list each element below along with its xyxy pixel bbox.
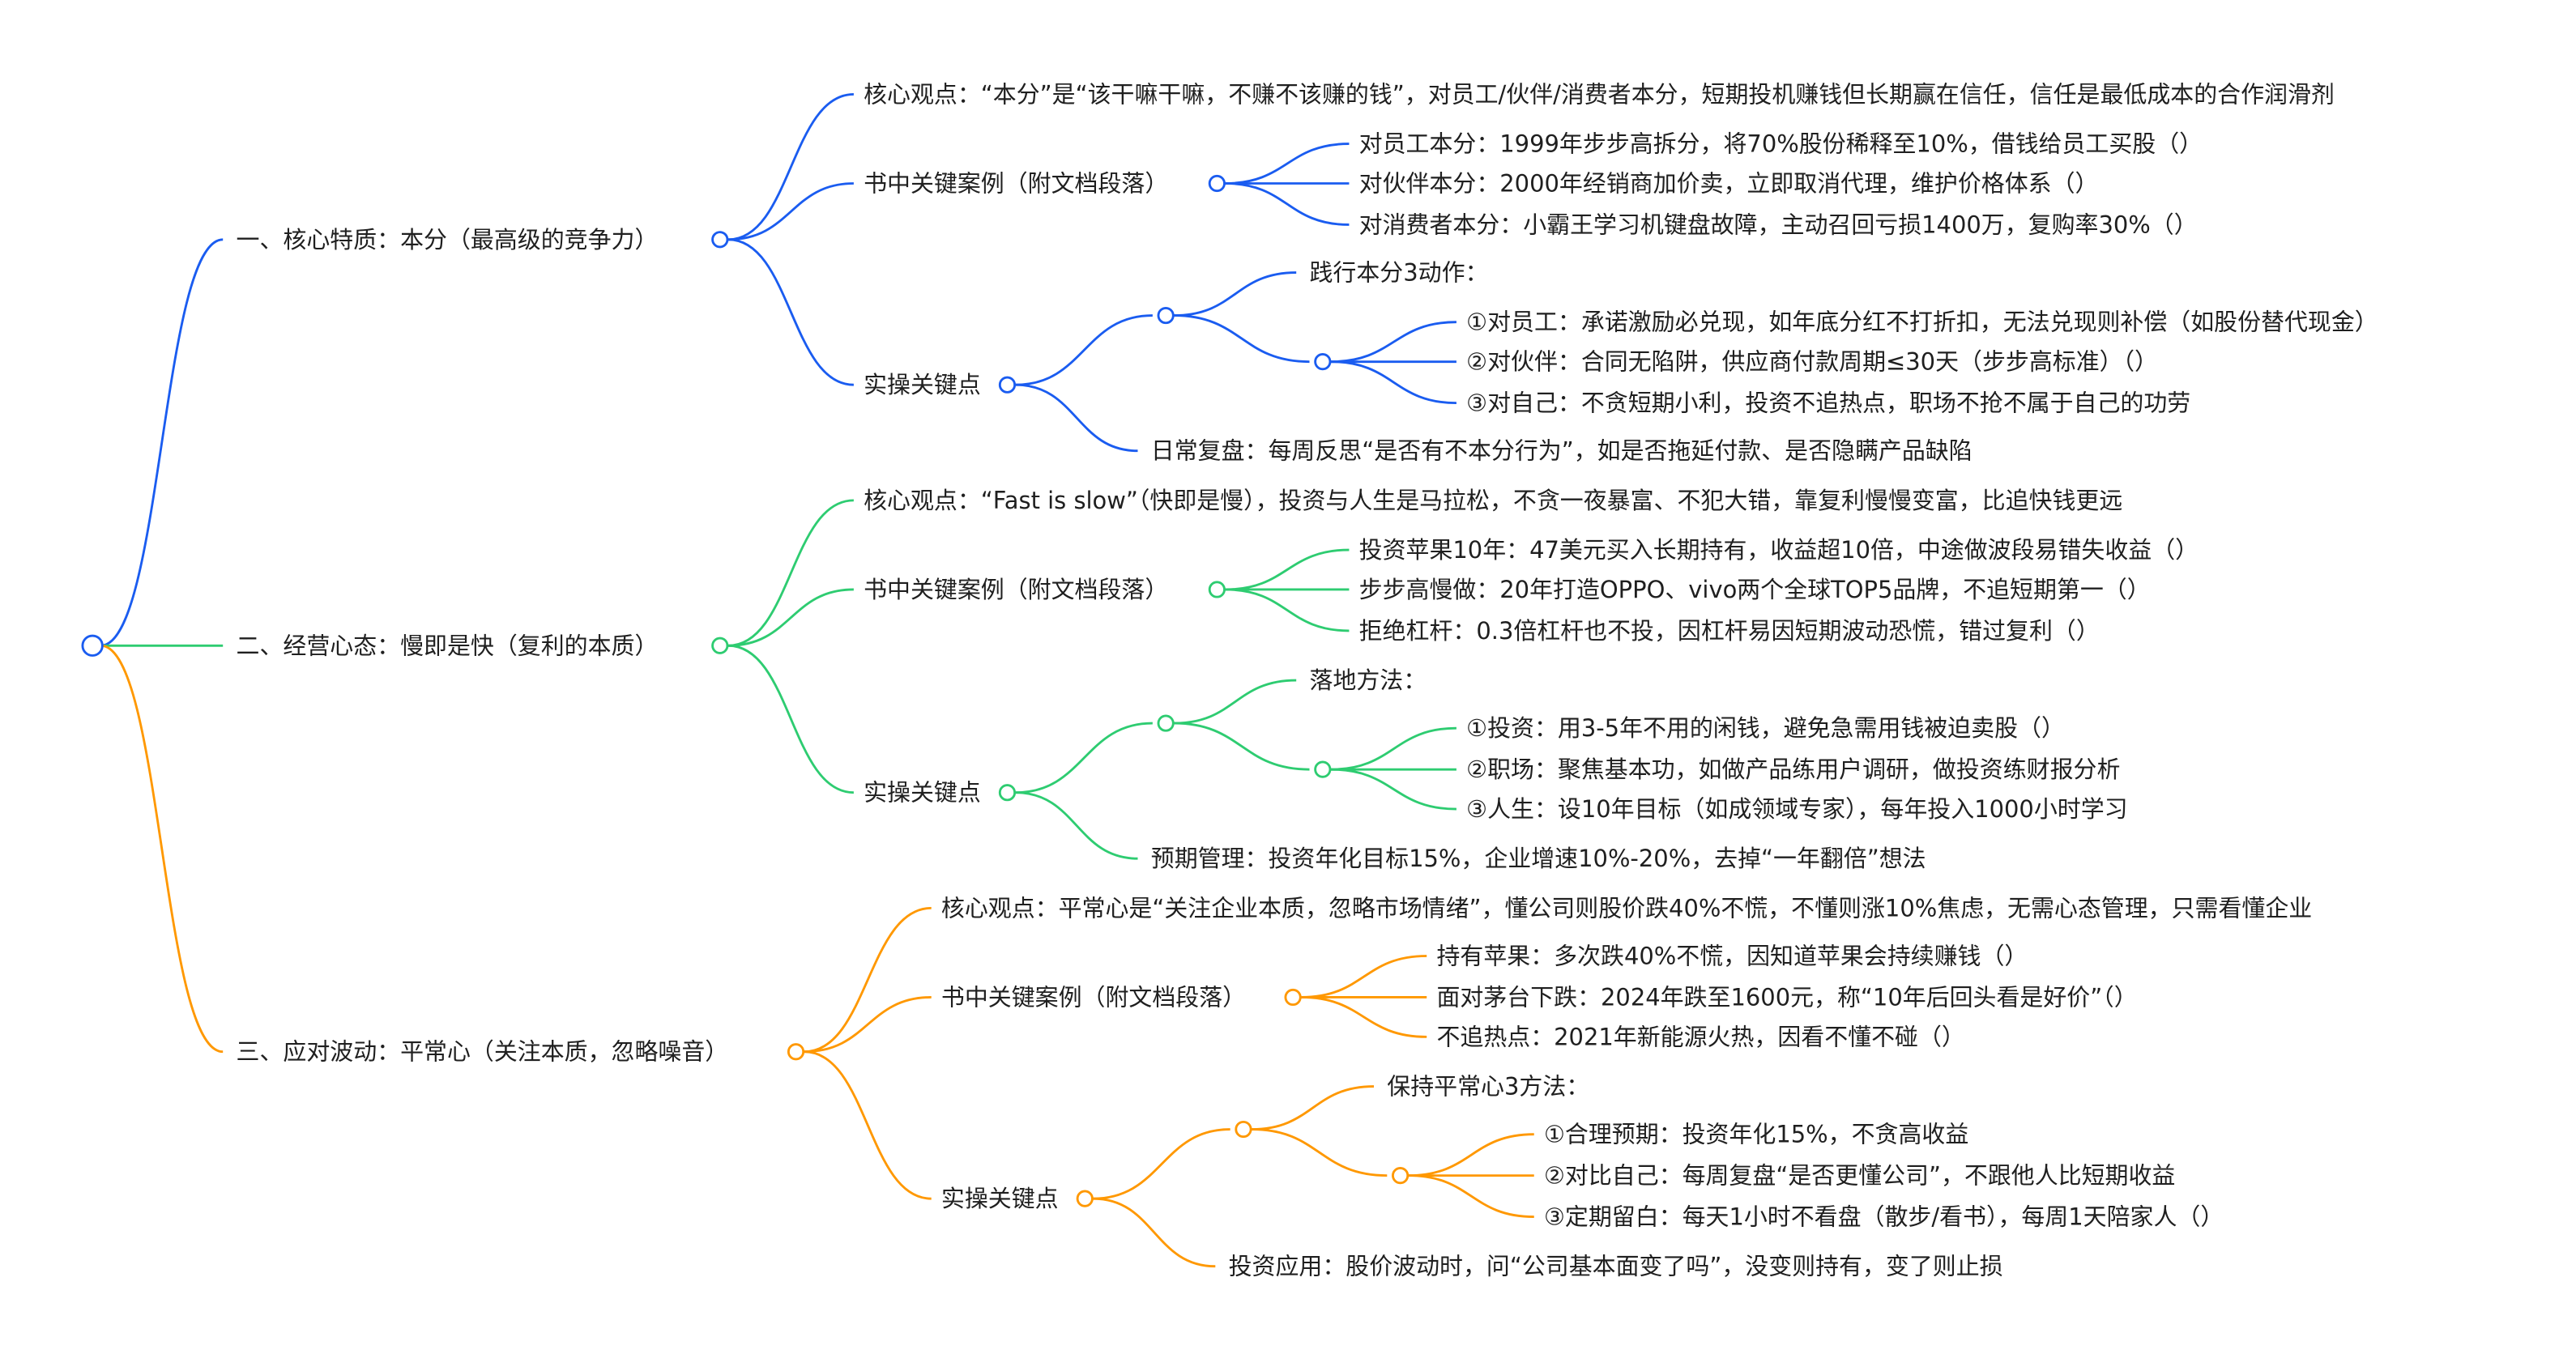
practice-head[interactable]: 落地方法：: [1309, 666, 1427, 694]
edge: [804, 996, 932, 1054]
practice-head[interactable]: 践行本分3动作：: [1309, 259, 1488, 287]
practice-head[interactable]: 保持平常心3方法：: [1387, 1073, 1589, 1101]
edge: [1252, 1128, 1388, 1177]
practice-title[interactable]: 实操关键点: [941, 1185, 1059, 1212]
edge: [1408, 1174, 1534, 1219]
branch-title[interactable]: 三、应对波动：平常心（关注本质，忽略噪音）: [237, 1038, 729, 1066]
edge: [1225, 182, 1350, 226]
edge: [1408, 1133, 1534, 1177]
edge-root-branch: [100, 644, 224, 1054]
case-item[interactable]: 不追热点：2021年新能源火热，因看不懂不碰（）: [1436, 1023, 1964, 1050]
edge: [1015, 383, 1138, 453]
edge: [1015, 791, 1138, 860]
practice-items-toggle[interactable]: [1314, 353, 1332, 371]
edge: [804, 906, 932, 1054]
edge: [1093, 1128, 1230, 1200]
edge: [1174, 271, 1297, 317]
edge: [1174, 679, 1297, 725]
edge: [1330, 768, 1456, 811]
practice-item[interactable]: ①投资：用3-5年不用的闲钱，避免急需用钱被迫卖股（）: [1466, 714, 2065, 742]
edge: [1174, 314, 1310, 364]
practice-extra[interactable]: 投资应用：股价波动时，问“公司基本面变了吗”，没变则持有，变了则止损: [1229, 1253, 2003, 1280]
edge: [1301, 996, 1427, 1038]
practice-collapse-toggle[interactable]: [1076, 1190, 1094, 1207]
mind-map-dots: [81, 174, 1410, 1207]
edge: [1093, 1197, 1216, 1268]
practice-title[interactable]: 实操关键点: [864, 371, 981, 398]
cases-collapse-toggle[interactable]: [1208, 174, 1226, 193]
edge: [1301, 955, 1427, 998]
edge: [1330, 726, 1456, 771]
edge: [1330, 360, 1456, 405]
branch-title[interactable]: 一、核心特质：本分（最高级的竞争力）: [237, 226, 659, 253]
edge: [1174, 722, 1310, 771]
cases-collapse-toggle[interactable]: [1208, 581, 1226, 598]
edge: [1015, 314, 1153, 386]
case-item[interactable]: 面对茅台下跌：2024年跌至1600元，称“10年后回头看是好价”（）: [1436, 983, 2137, 1011]
practice-item[interactable]: ①合理预期：投资年化15%，不贪高收益: [1544, 1121, 1968, 1148]
mind-map-edges: [100, 92, 1534, 1268]
branch-collapse-toggle[interactable]: [711, 637, 729, 654]
edge: [727, 92, 854, 241]
core-viewpoint[interactable]: 核心观点：平常心是“关注企业本质，忽略市场情绪”，懂公司则股价跌40%不慌，不懂…: [941, 894, 2312, 922]
mind-map-labels: 一、核心特质：本分（最高级的竞争力） 核心观点：“本分”是“该干嘛干嘛，不赚不该赚…: [237, 80, 2378, 1279]
practice-item[interactable]: ②对伙伴：合同无陷阱，供应商付款周期≤30天（步步高标准）（）: [1466, 348, 2158, 376]
cases-title[interactable]: 书中关键案例（附文档段落）: [941, 983, 1246, 1011]
practice-item[interactable]: ①对员工：承诺激励必兑现，如年底分红不打折扣，无法兑现则补偿（如股份替代现金）: [1466, 309, 2378, 336]
case-item[interactable]: 步步高慢做：20年打造OPPO、vivo两个全球TOP5品牌，不追短期第一（）: [1359, 576, 2151, 603]
case-item[interactable]: 对员工本分：1999年步步高拆分，将70%股份稀释至10%，借钱给员工买股（）: [1359, 130, 2203, 158]
practice-item[interactable]: ②职场：聚焦基本功，如做产品练用户调研，做投资练财报分析: [1466, 756, 2120, 783]
case-item[interactable]: 投资苹果10年：47美元买入长期持有，收益超10倍，中途做波段易错失收益（）: [1359, 536, 2199, 564]
edge: [1015, 722, 1153, 794]
practice-group-toggle[interactable]: [1157, 714, 1175, 732]
practice-title[interactable]: 实操关键点: [864, 779, 981, 807]
edge: [1225, 548, 1350, 591]
core-viewpoint[interactable]: 核心观点：“Fast is slow”（快即是慢），投资与人生是马拉松，不贪一夜…: [864, 487, 2122, 514]
practice-group-toggle[interactable]: [1235, 1120, 1252, 1139]
practice-extra[interactable]: 日常复盘：每周反思“是否有不本分行为”，如是否拖延付款、是否隐瞒产品缺陷: [1151, 437, 1973, 465]
edge: [727, 644, 854, 794]
practice-item[interactable]: ③对自己：不贪短期小利，投资不追热点，职场不抢不属于自己的功劳: [1466, 390, 2190, 417]
edge: [804, 1050, 932, 1200]
edge-root-branch: [100, 238, 224, 647]
edge: [727, 499, 854, 647]
practice-collapse-toggle[interactable]: [998, 784, 1017, 802]
edge: [727, 588, 854, 647]
root-node-toggle[interactable]: [81, 634, 104, 657]
core-viewpoint[interactable]: 核心观点：“本分”是“该干嘛干嘛，不赚不该赚的钱”，对员工/伙伴/消费者本分，短…: [864, 80, 2335, 108]
practice-extra[interactable]: 预期管理：投资年化目标15%，企业增速10%-20%，去掉“一年翻倍”想法: [1151, 845, 1926, 872]
practice-item[interactable]: ②对比自己：每周复盘“是否更懂公司”，不跟他人比短期收益: [1544, 1162, 2175, 1190]
edge: [727, 182, 854, 241]
practice-group-toggle[interactable]: [1157, 306, 1175, 325]
edge: [1330, 321, 1456, 364]
branch-collapse-toggle[interactable]: [787, 1043, 805, 1061]
case-item[interactable]: 拒绝杠杆：0.3倍杠杆也不投，因杠杆易因短期波动恐慌，错过复利（）: [1359, 617, 2100, 645]
cases-collapse-toggle[interactable]: [1284, 988, 1302, 1007]
practice-collapse-toggle[interactable]: [998, 376, 1017, 394]
edge: [727, 238, 854, 386]
practice-item[interactable]: ③定期留白：每天1小时不看盘（散步/看书），每周1天陪家人（）: [1544, 1203, 2224, 1231]
case-item[interactable]: 对伙伴本分：2000年经销商加价卖，立即取消代理，维护价格体系（）: [1359, 170, 2099, 198]
practice-items-toggle[interactable]: [1392, 1167, 1410, 1185]
practice-items-toggle[interactable]: [1314, 760, 1332, 778]
branch-collapse-toggle[interactable]: [711, 231, 729, 249]
case-item[interactable]: 持有苹果：多次跌40%不慌，因知道苹果会持续赚钱（）: [1436, 942, 2028, 969]
cases-title[interactable]: 书中关键案例（附文档段落）: [864, 576, 1168, 603]
cases-title[interactable]: 书中关键案例（附文档段落）: [864, 170, 1168, 198]
edge: [1225, 143, 1350, 185]
practice-item[interactable]: ③人生：设10年目标（如成领域专家），每年投入1000小时学习: [1466, 795, 2127, 823]
branch-title[interactable]: 二、经营心态：慢即是快（复利的本质）: [237, 632, 659, 659]
edge: [1225, 588, 1350, 632]
edge: [1252, 1085, 1375, 1130]
case-item[interactable]: 对消费者本分：小霸王学习机键盘故障，主动召回亏损1400万，复购率30%（）: [1359, 211, 2198, 238]
